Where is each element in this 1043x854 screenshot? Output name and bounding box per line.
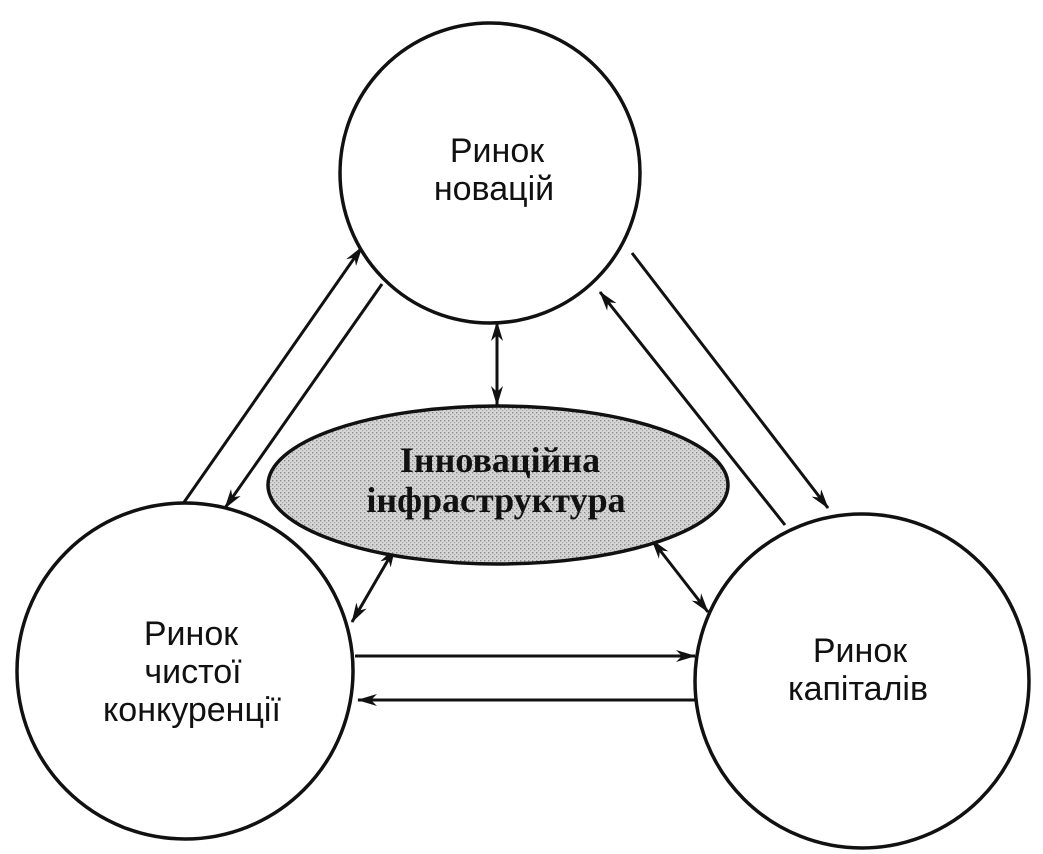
node-innovations-line-2: новацій <box>434 170 554 208</box>
arrow-innovations-to-competition <box>223 283 384 509</box>
arrow-innovations-to-capital <box>630 252 830 509</box>
node-innovations-circle <box>338 21 642 325</box>
center-infrastructure-ellipse <box>266 404 730 566</box>
node-capital-circle <box>693 512 1031 850</box>
node-competition-line-2: чистої <box>144 653 242 691</box>
node-competition-circle <box>15 501 355 841</box>
arrow-center-capital <box>650 539 710 613</box>
node-innovations: Ринок новацій <box>338 21 642 325</box>
arrow-competition-to-innovations <box>178 246 364 509</box>
node-innovations-line-1: Ринок <box>450 132 545 170</box>
node-competition-line-3: конкуренції <box>103 691 281 729</box>
node-competition-line-1: Ринок <box>144 615 239 653</box>
center-infrastructure: Інноваційна інфраструктура <box>266 404 730 566</box>
center-infrastructure-line-2: інфраструктура <box>366 480 625 520</box>
arrow-center-competition <box>350 547 397 623</box>
arrow-capital-to-innovations <box>598 291 787 526</box>
node-capital-line-1: Ринок <box>813 632 908 670</box>
node-competition: Ринок чистої конкуренції <box>15 501 355 841</box>
node-capital-line-2: капіталів <box>788 670 928 708</box>
center-infrastructure-line-1: Інноваційна <box>400 440 600 480</box>
node-capital: Ринок капіталів <box>693 512 1031 850</box>
